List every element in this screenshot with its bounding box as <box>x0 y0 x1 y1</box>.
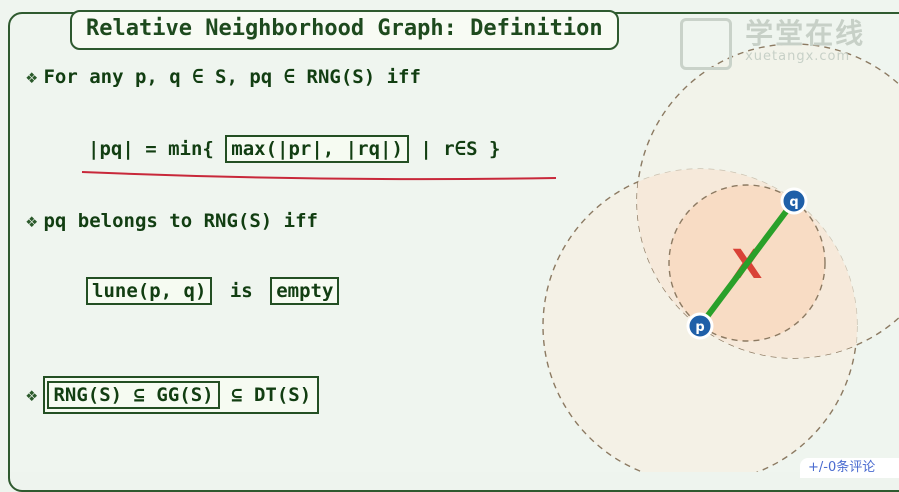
watermark-cn: 学堂在线 <box>745 17 866 50</box>
comment-tab[interactable]: +/-0条评论 <box>800 458 899 478</box>
bullet-icon: ❖ <box>26 210 38 232</box>
point-q-label: q <box>789 195 798 210</box>
line1-text: For any p, q ∈ S, pq ∈ RNG(S) iff <box>43 66 421 88</box>
watermark-en: xuetangx.com <box>745 49 851 64</box>
definition-line-2: ❖pq belongs to RNG(S) iff <box>26 206 318 236</box>
bullet-icon: ❖ <box>26 384 38 406</box>
inclusion-outer-box: RNG(S) ⊆ GG(S) ⊆ DT(S) <box>43 376 320 414</box>
empty-boxed: empty <box>270 277 340 305</box>
inclusion-right: ⊆ DT(S) <box>231 384 312 406</box>
formula-left: |pq| = min{ <box>88 138 214 160</box>
inclusion-line: ❖RNG(S) ⊆ GG(S) ⊆ DT(S) <box>26 376 320 414</box>
lune-is-text: is <box>229 280 253 302</box>
slide-title: Relative Neighborhood Graph: Definition <box>70 10 619 50</box>
bullet-icon: ❖ <box>26 66 38 88</box>
formula-boxed: max(|pr|, |rq|) <box>225 135 409 163</box>
red-underline <box>81 171 557 181</box>
inclusion-inner-box: RNG(S) ⊆ GG(S) <box>47 381 220 409</box>
watermark-logo-icon <box>680 18 732 70</box>
slide-frame: Relative Neighborhood Graph: Definition <box>8 10 899 492</box>
point-q <box>780 187 808 215</box>
line2-text: pq belongs to RNG(S) iff <box>43 210 318 232</box>
edge-pq <box>697 198 797 329</box>
rng-diagram: X q p <box>542 43 899 472</box>
point-p-label: p <box>695 320 704 335</box>
definition-line-1: ❖For any p, q ∈ S, pq ∈ RNG(S) iff <box>26 62 421 92</box>
slide: Relative Neighborhood Graph: Definition … <box>8 10 899 492</box>
lune-line: lune(p, q) is empty <box>86 276 340 306</box>
watermark: 学堂在线 xuetangx.com <box>680 18 865 70</box>
formula-line: |pq| = min{ max(|pr|, |rq|) | r∈S } <box>88 134 500 164</box>
point-p <box>686 312 714 340</box>
formula-right: | r∈S } <box>420 138 501 160</box>
lune-boxed: lune(p, q) <box>86 277 213 305</box>
